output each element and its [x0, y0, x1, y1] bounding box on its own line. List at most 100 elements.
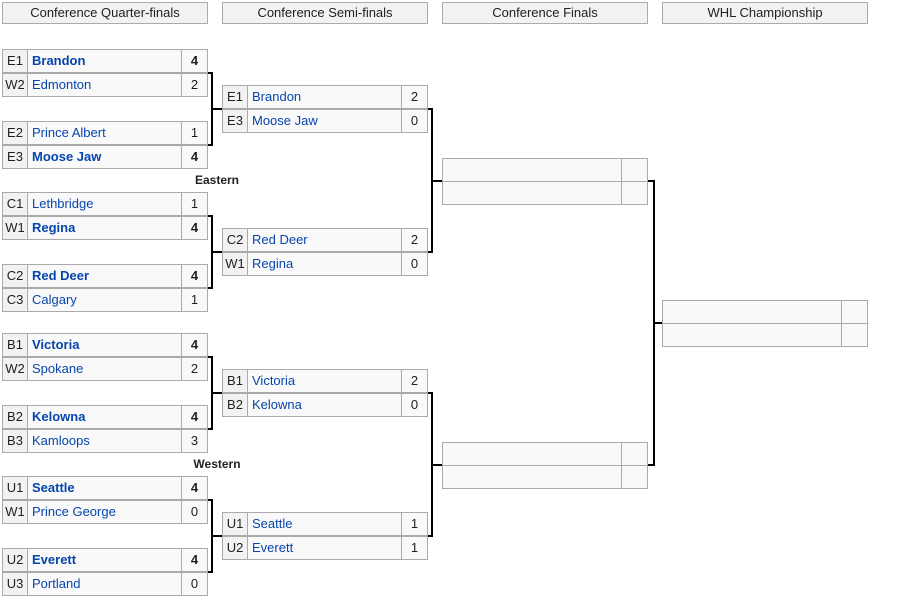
team-score-empty [621, 158, 648, 182]
team-score: 0 [401, 252, 428, 276]
team-score: 3 [181, 429, 208, 453]
header-semifinals: Conference Semi-finals [222, 2, 428, 24]
team-name-link[interactable]: Red Deer [247, 228, 402, 252]
team-score: 4 [181, 548, 208, 572]
team-score: 0 [181, 500, 208, 524]
team-seed: B2 [2, 405, 28, 429]
conference-final-slot [442, 181, 648, 205]
team-score: 4 [181, 264, 208, 288]
team-name-link[interactable]: Brandon [247, 85, 402, 109]
conference-final-slot [442, 465, 648, 489]
team-score: 2 [181, 357, 208, 381]
team-name-link[interactable]: Red Deer [27, 264, 182, 288]
team-seed: E3 [222, 109, 248, 133]
team-score: 1 [181, 192, 208, 216]
team-score: 1 [401, 536, 428, 560]
team-seed: U2 [2, 548, 28, 572]
team-name-link[interactable]: Moose Jaw [247, 109, 402, 133]
team-score: 4 [181, 476, 208, 500]
team-score-empty [621, 442, 648, 466]
header-whl-championship: WHL Championship [662, 2, 868, 24]
team-name-link[interactable]: Victoria [247, 369, 402, 393]
team-score: 0 [401, 393, 428, 417]
team-seed: B1 [222, 369, 248, 393]
team-name-link[interactable]: Seattle [27, 476, 182, 500]
team-name-link[interactable]: Kelowna [27, 405, 182, 429]
team-score: 0 [181, 572, 208, 596]
team-name-link[interactable]: Seattle [247, 512, 402, 536]
team-seed: E1 [222, 85, 248, 109]
team-score: 4 [181, 49, 208, 73]
team-seed: W1 [222, 252, 248, 276]
team-seed: B3 [2, 429, 28, 453]
team-name-link[interactable]: Calgary [27, 288, 182, 312]
team-name-link[interactable]: Lethbridge [27, 192, 182, 216]
conference-final-slot [442, 442, 648, 466]
team-name-link[interactable]: Regina [247, 252, 402, 276]
team-seed: C2 [2, 264, 28, 288]
conference-label-eastern: Eastern [194, 173, 240, 187]
team-name-link[interactable]: Kelowna [247, 393, 402, 417]
team-score: 4 [181, 405, 208, 429]
team-seed: B2 [222, 393, 248, 417]
team-score-empty [621, 181, 648, 205]
team-seed: U1 [222, 512, 248, 536]
conference-label-western: Western [193, 457, 241, 471]
team-name-link[interactable]: Portland [27, 572, 182, 596]
team-score: 1 [181, 121, 208, 145]
team-score: 4 [181, 333, 208, 357]
team-name-link[interactable]: Regina [27, 216, 182, 240]
team-seed: W2 [2, 73, 28, 97]
team-seed: U2 [222, 536, 248, 560]
team-name-link[interactable]: Everett [27, 548, 182, 572]
team-score: 2 [401, 228, 428, 252]
team-name-link[interactable]: Victoria [27, 333, 182, 357]
team-name-link[interactable]: Everett [247, 536, 402, 560]
team-name-link[interactable]: Prince Albert [27, 121, 182, 145]
team-name-link[interactable]: Prince George [27, 500, 182, 524]
team-score: 1 [401, 512, 428, 536]
team-seed: B1 [2, 333, 28, 357]
team-score: 2 [401, 85, 428, 109]
team-seed: E1 [2, 49, 28, 73]
team-score: 2 [401, 369, 428, 393]
team-score: 0 [401, 109, 428, 133]
team-name-link[interactable]: Moose Jaw [27, 145, 182, 169]
team-name-link[interactable]: Edmonton [27, 73, 182, 97]
team-seed: U1 [2, 476, 28, 500]
team-name-link[interactable]: Spokane [27, 357, 182, 381]
team-score: 4 [181, 145, 208, 169]
team-score: 4 [181, 216, 208, 240]
team-name-empty [662, 323, 842, 347]
team-seed: E3 [2, 145, 28, 169]
header-quarterfinals: Conference Quarter-finals [2, 2, 208, 24]
team-score-empty [621, 465, 648, 489]
team-score-empty [841, 323, 868, 347]
team-seed: E2 [2, 121, 28, 145]
team-seed: U3 [2, 572, 28, 596]
team-name-link[interactable]: Brandon [27, 49, 182, 73]
